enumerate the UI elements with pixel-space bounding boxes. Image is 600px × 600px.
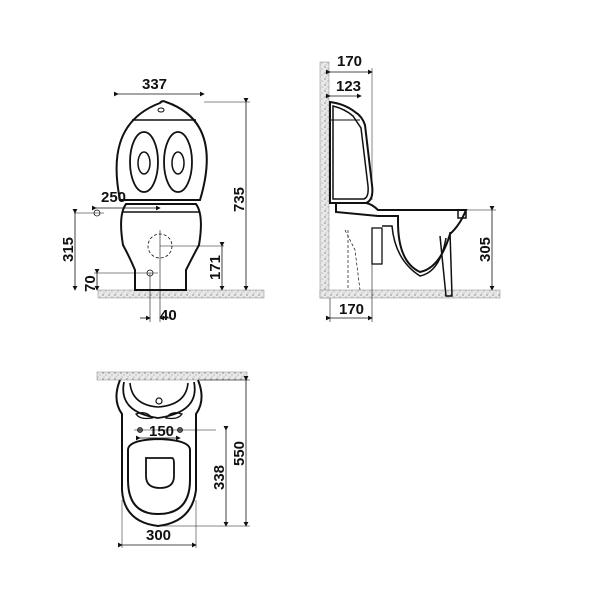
floor-hatch <box>97 289 265 299</box>
dim-total-length: 550 <box>231 441 248 466</box>
dim-outlet-offset: 40 <box>160 307 177 324</box>
tank-section <box>329 100 374 204</box>
dim-wall-to-outlet: 170 <box>339 301 364 318</box>
dim-width: 300 <box>146 527 171 544</box>
dim-inlet-height: 315 <box>60 237 77 262</box>
dim-outlet-height: 171 <box>207 255 224 280</box>
flush-button-left <box>129 131 159 193</box>
seat-opening <box>145 457 175 489</box>
dim-total-height: 735 <box>231 187 248 212</box>
dim-wall-to-tank: 170 <box>337 53 362 70</box>
wall-hatch <box>96 371 248 381</box>
side-view: 170 123 305 170 <box>319 53 501 322</box>
wall-hatch <box>319 61 330 299</box>
top-view: 150 550 338 300 <box>96 371 250 548</box>
dim-tank-depth: 123 <box>336 78 361 95</box>
bowl <box>120 203 202 291</box>
dim-fixing-to-front: 338 <box>211 465 228 490</box>
floor-hatch <box>319 289 501 299</box>
dim-inlet-offset: 250 <box>101 189 126 206</box>
dim-tank-width: 337 <box>142 76 167 93</box>
tank <box>115 100 208 201</box>
front-view: 337 735 250 315 70 171 40 <box>60 76 265 324</box>
dim-bowl-height: 305 <box>477 237 494 262</box>
dim-fixing-spacing: 150 <box>149 423 174 440</box>
bowl-section <box>335 202 468 274</box>
flush-button-right <box>163 131 193 193</box>
dim-floor-inlet: 70 <box>82 275 99 292</box>
toilet-outline <box>115 379 203 528</box>
seat <box>127 437 191 516</box>
